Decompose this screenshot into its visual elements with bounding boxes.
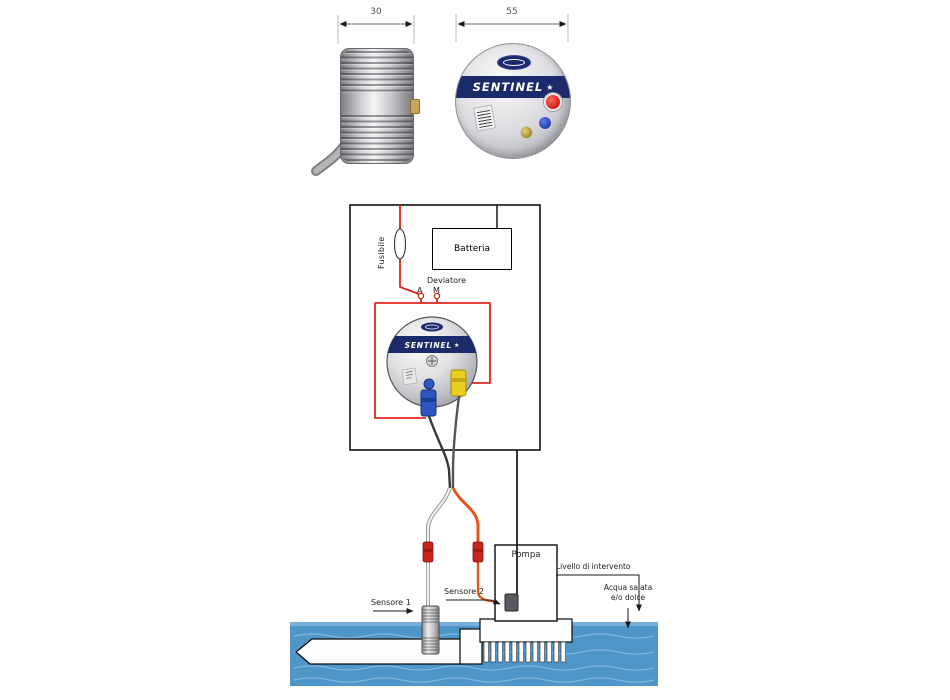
water-type-line2: e/o dolce: [610, 592, 646, 602]
device-brand-label: SENTINEL ★: [390, 339, 474, 352]
pump-strainer-teeth: [483, 641, 566, 663]
spec-label: [473, 104, 496, 132]
device-brand-text: SENTINEL: [404, 341, 452, 350]
brand-text: SENTINEL: [472, 80, 544, 94]
switch-label: Deviatore: [427, 276, 467, 285]
sensor-cable-pair: [427, 395, 461, 489]
device-star-icon: ★: [453, 342, 460, 349]
annotation-arrows: [373, 574, 642, 629]
water-type-line1: Acqua salata: [603, 583, 653, 592]
switch-position-a-label: A: [417, 286, 423, 295]
sensor2-arrow: [446, 598, 501, 605]
blue-terminal-icon: [538, 116, 552, 130]
crimp-connectors: [422, 541, 484, 563]
product-photo-side-view: [340, 48, 420, 164]
intervention-level-label: Livello di intervento: [556, 562, 631, 571]
hull-bulkhead: [459, 628, 483, 665]
wiring-outer-loop: [349, 204, 541, 451]
sentinel-device-drawing: [386, 316, 478, 417]
level-arrow: [556, 574, 642, 612]
cable-connector-nub: [410, 99, 420, 114]
dimension-55-label: 55: [506, 7, 518, 17]
star-icon: ★: [546, 82, 554, 92]
pump-strainer-base: [479, 618, 573, 643]
red-terminal-icon: [544, 93, 562, 111]
spec-label-small: [401, 367, 418, 386]
battery-label: Batteria: [454, 244, 490, 254]
water-type-label: Acqua salata e/o dolce: [596, 583, 660, 602]
blue-connector-block: [420, 389, 437, 417]
quick-logo-icon: [421, 322, 443, 332]
switch-contacts: [417, 292, 441, 300]
blue-terminal-icon: [423, 378, 435, 390]
switch-position-m-label: M: [433, 286, 440, 295]
brand-band: SENTINEL ★: [456, 76, 570, 98]
fuse-symbol: [393, 228, 407, 260]
dimension-55-line: [455, 14, 569, 42]
device-fins-bottom: [341, 115, 413, 161]
sensor2-drawing: [504, 593, 519, 612]
battery-box: Batteria: [432, 228, 512, 270]
dimension-30-line: [337, 15, 415, 44]
device-brand-band: [387, 336, 477, 353]
red-positive-wires: [374, 205, 491, 419]
dimension-30-label: 30: [370, 7, 382, 17]
sensor1-drawing: [421, 605, 440, 655]
sensor1-label: Sensore 1: [371, 598, 411, 607]
gold-terminal-icon: [520, 126, 533, 139]
pump-label: Pompa: [511, 550, 541, 560]
fuse-label: Fusibile: [377, 236, 386, 269]
quick-logo-icon: [497, 55, 531, 70]
sensor2-label: Sensore 2: [444, 587, 484, 596]
yellow-connector-block: [450, 369, 467, 397]
device-fins-top: [341, 51, 413, 93]
white-sensor-wire: [426, 487, 452, 606]
product-photo-front-view: SENTINEL ★: [455, 43, 571, 159]
